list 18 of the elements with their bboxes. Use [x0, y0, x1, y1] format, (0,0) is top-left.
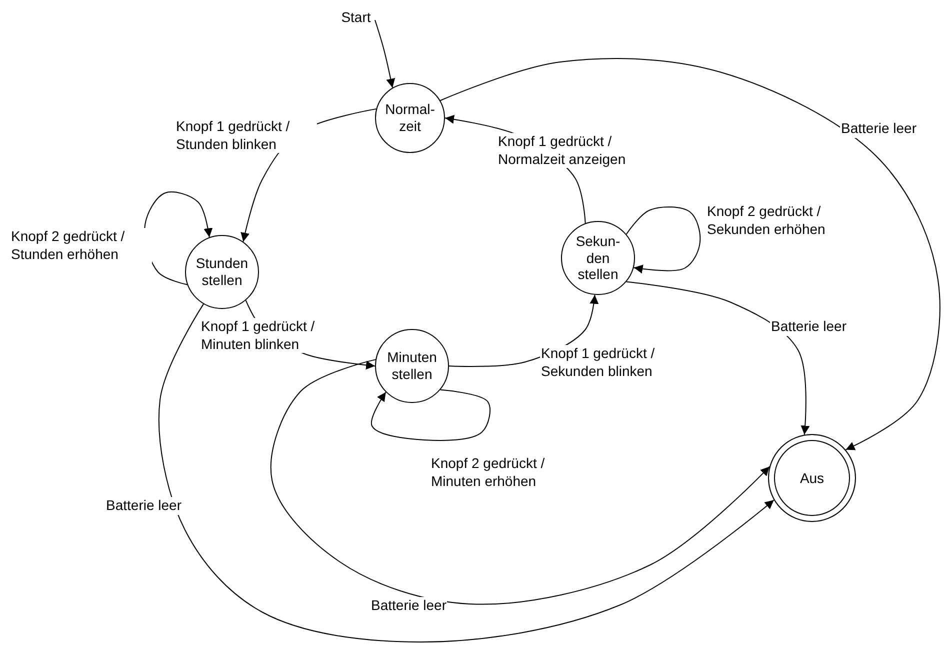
state-circle: Normal- zeit	[375, 83, 445, 153]
state-circle: Minuten stellen	[375, 329, 449, 403]
edge-label: Batterie leer	[770, 318, 848, 336]
transition-arrow	[440, 58, 940, 450]
start-label: Start	[336, 8, 376, 26]
edge-label: Batterie leer	[105, 497, 182, 514]
edge-label: Knopf 1 gedrückt / Stunden blinken	[175, 118, 317, 153]
transition-arrow	[374, 20, 396, 88]
final-state-circle: Aus	[768, 434, 856, 522]
state-circle: Sekun- den stellen	[561, 221, 635, 295]
edge-label: Knopf 2 gedrückt / Stunden erhöhen	[10, 228, 152, 263]
transition-arrow	[370, 389, 490, 441]
state-circle: Stunden stellen	[185, 235, 259, 309]
transition-arrow	[626, 206, 701, 274]
edge-label: Batterie leer	[840, 120, 918, 138]
transition-arrow	[158, 304, 774, 642]
transition-arrow	[270, 359, 770, 605]
transition-arrow	[626, 281, 810, 436]
